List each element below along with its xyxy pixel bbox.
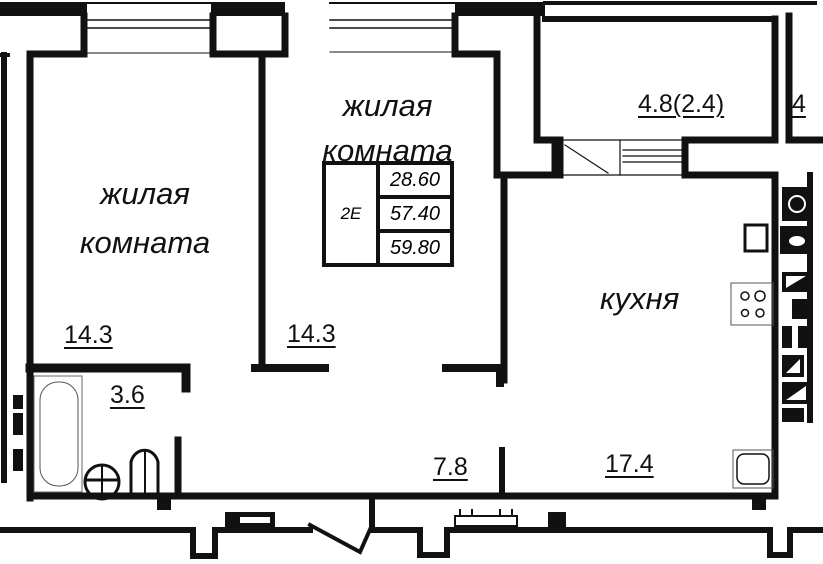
balcony-door <box>559 139 686 176</box>
room-name-line2: комната <box>322 133 453 168</box>
room-area-living-1: 14.3 <box>64 321 113 349</box>
top-outer-wall <box>0 2 87 16</box>
room-area-bathroom: 3.6 <box>110 381 145 409</box>
room-name-line1: жилая <box>342 88 433 123</box>
room-name-line1: жилая <box>100 176 190 211</box>
room-label-living-2: жилая комната <box>300 90 475 166</box>
room-name-line2: комната <box>79 225 211 260</box>
room-area-living-2: 14.3 <box>287 320 336 348</box>
room-area-neighbor-loggia: 4 <box>792 90 806 118</box>
window-2 <box>329 2 456 53</box>
room-label-kitchen: кухня <box>600 281 680 316</box>
total-with-loggia-value: 59.80 <box>380 229 450 263</box>
total-area-value: 57.40 <box>380 195 450 229</box>
apartment-area-table: 2E 28.60 57.40 59.80 <box>322 161 454 267</box>
bathtub <box>33 375 83 493</box>
stove <box>730 282 774 326</box>
living-area-value: 28.60 <box>389 168 441 191</box>
kitchen-sink <box>732 449 774 489</box>
window-1 <box>86 2 212 54</box>
apartment-type: 2E <box>326 165 380 263</box>
room-area-hallway: 7.8 <box>433 453 468 481</box>
radiator <box>454 509 518 527</box>
room-area-loggia: 4.8(2.4) <box>638 90 725 118</box>
room-area-kitchen: 17.4 <box>605 450 654 478</box>
room-label-living-1: жилая комната <box>55 178 235 258</box>
loggia-walls <box>533 12 564 179</box>
